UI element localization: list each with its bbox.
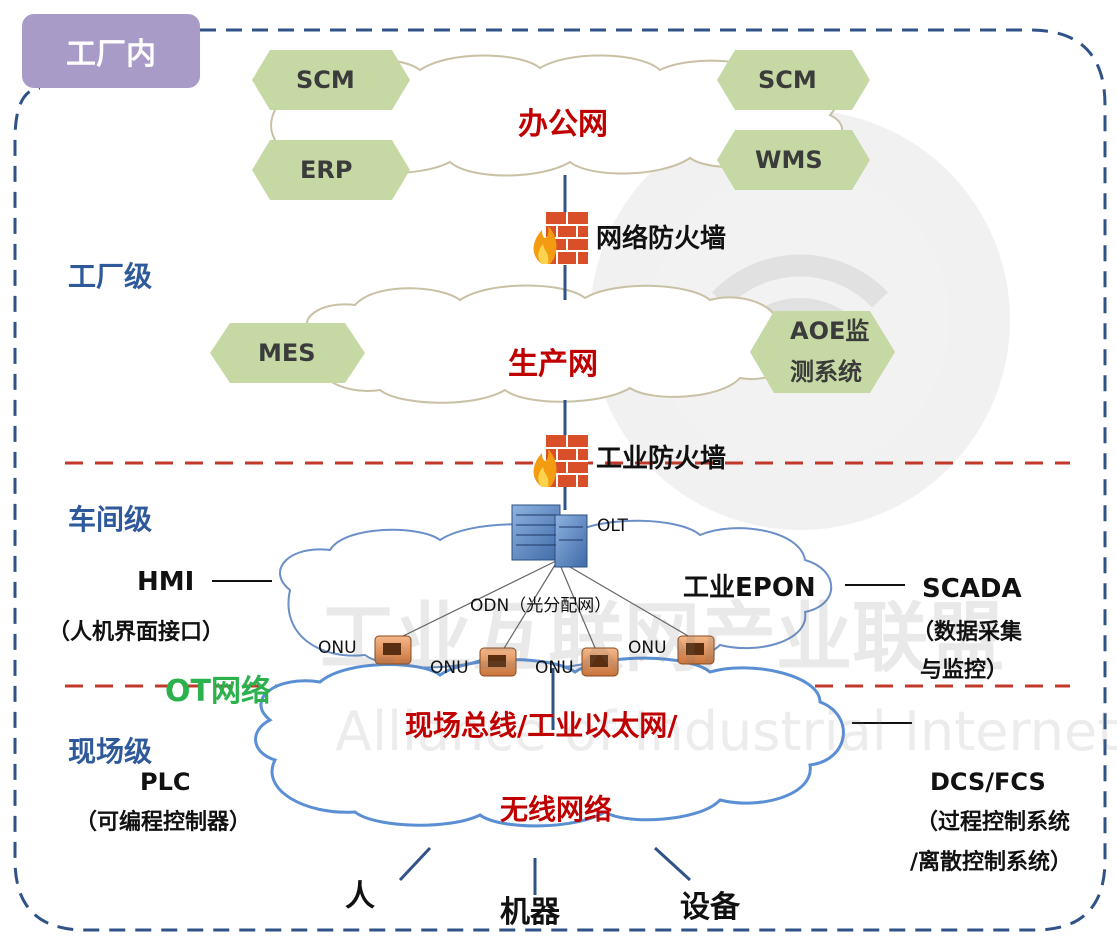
level-label-factory: 工厂级 — [68, 260, 153, 293]
onu-label: ONU — [628, 638, 667, 658]
endpoint-machines: 机器 — [500, 895, 560, 930]
watermark-text-cn: 工业互联网产业联盟 — [320, 593, 1004, 682]
firewall-icon — [533, 435, 588, 487]
firewall-icon — [533, 212, 588, 264]
industrial-firewall-label: 工业防火墙 — [596, 444, 727, 474]
hexagon-aoe — [750, 311, 895, 393]
plc-description: （可编程控制器） — [75, 810, 252, 835]
scada-label: SCADA — [922, 574, 1022, 604]
system-label-wms: WMS — [755, 146, 823, 174]
odn-label: ODN（光分配网） — [470, 596, 612, 616]
system-label-aoe-line1: AOE监 — [790, 317, 870, 345]
onu-device-icon — [479, 647, 517, 677]
onu-label: ONU — [430, 658, 469, 678]
dcs-description-line1: （过程控制系统 — [916, 810, 1071, 835]
dcs-description-line2: /离散控制系统） — [910, 850, 1073, 875]
hexagon-scm-left — [252, 50, 410, 110]
epon-label: 工业EPON — [683, 573, 816, 603]
dcs-label: DCS/FCS — [930, 768, 1046, 796]
factory-title-tab: 工厂内 — [22, 14, 200, 88]
endpoint-lines — [398, 846, 692, 895]
odn-lines — [394, 559, 696, 656]
endpoint-equipment: 设备 — [680, 890, 740, 925]
endpoint-people: 人 — [345, 879, 375, 914]
field-network-label-line1: 现场总线/工业以太网/ — [405, 709, 678, 742]
system-label-mes: MES — [258, 339, 316, 367]
olt-label: OLT — [597, 516, 628, 536]
plc-label: PLC — [140, 768, 191, 796]
hexagon-mes — [210, 323, 365, 383]
ot-network-label: OT网络 — [165, 674, 271, 709]
production-network-cloud — [305, 284, 792, 404]
field-network-cloud — [254, 656, 845, 828]
office-network-label: 办公网 — [518, 107, 608, 142]
scada-description-line2: 与监控） — [920, 658, 1009, 683]
system-label-aoe-line2: 测系统 — [790, 358, 862, 386]
olt-server-icon — [511, 504, 588, 568]
onu-device-icon — [374, 635, 412, 665]
system-label-scm-left: SCM — [296, 66, 355, 94]
hmi-label: HMI — [137, 567, 195, 597]
scada-description-line1: （数据采集 — [912, 620, 1023, 645]
onu-device-icon — [581, 647, 619, 677]
onu-label: ONU — [318, 638, 357, 658]
level-label-field: 现场级 — [68, 735, 153, 768]
watermark-text-en: Alliance of Industrial Internet — [335, 700, 1117, 763]
hmi-description: （人机界面接口） — [48, 620, 225, 645]
production-network-label: 生产网 — [508, 347, 598, 382]
onu-device-icon — [677, 635, 715, 665]
system-label-scm-right: SCM — [758, 66, 817, 94]
hexagon-erp — [252, 140, 410, 200]
field-network-label-line2: 无线网络 — [500, 793, 613, 826]
network-firewall-label: 网络防火墙 — [596, 224, 727, 254]
office-network-cloud — [267, 54, 844, 177]
hexagon-scm-right — [717, 50, 870, 110]
hexagon-wms — [717, 130, 870, 190]
level-label-workshop: 车间级 — [68, 503, 153, 536]
system-label-erp: ERP — [300, 156, 353, 184]
onu-label: ONU — [535, 658, 574, 678]
